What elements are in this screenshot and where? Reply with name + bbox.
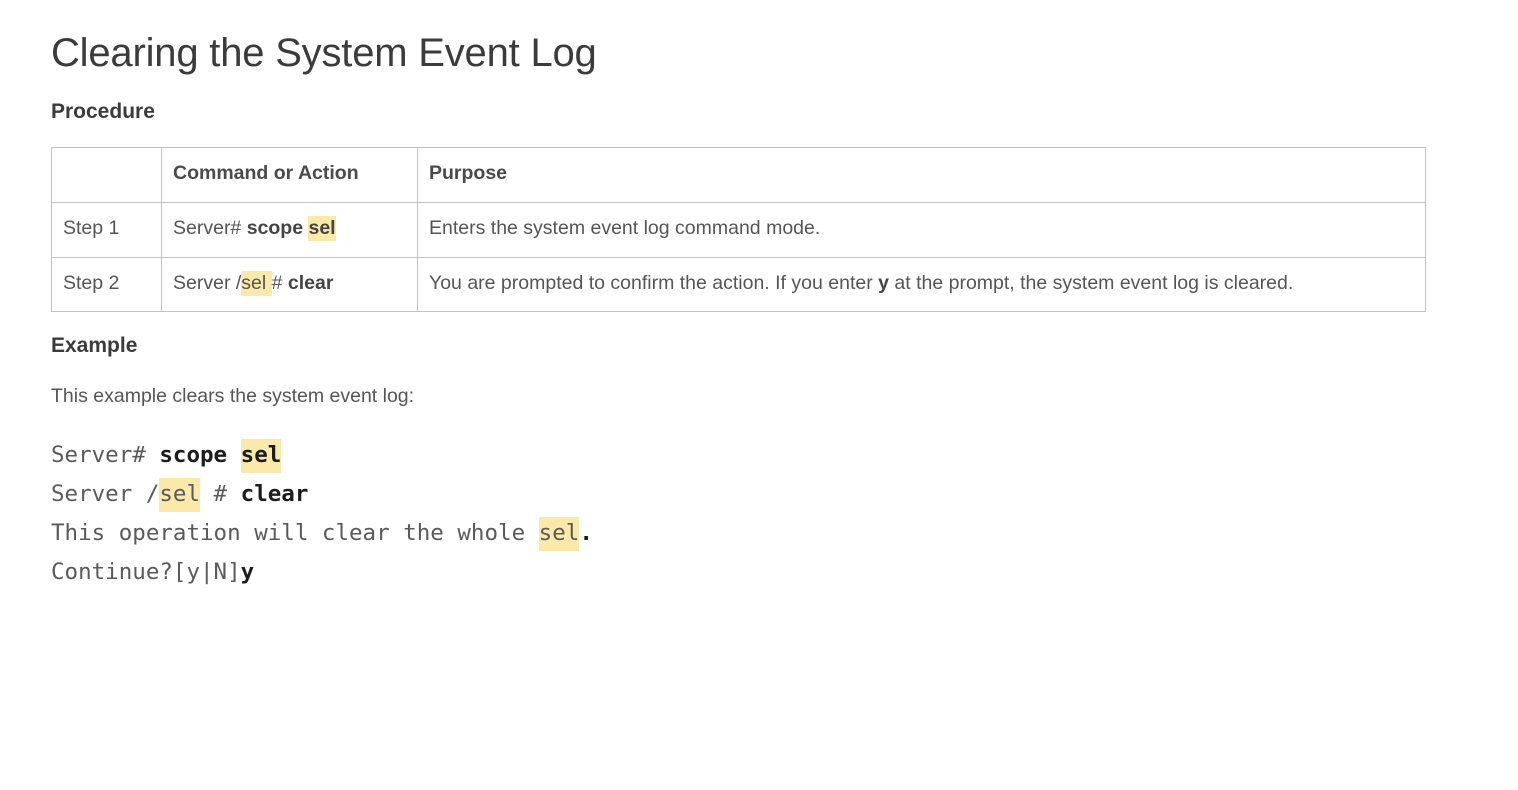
- column-header-command: Command or Action: [161, 147, 418, 203]
- table-header-row: Command or Action Purpose: [51, 147, 1426, 203]
- table-row: Step 1 Server# scope sel Enters the syst…: [51, 201, 1426, 258]
- step-purpose: You are prompted to confirm the action. …: [417, 256, 1426, 313]
- column-header-step: [51, 147, 162, 203]
- code-highlight-sel: sel: [240, 438, 282, 473]
- step-purpose: Enters the system event log command mode…: [417, 201, 1426, 258]
- example-code-block: Server# scope sel Server /sel # clear Th…: [51, 436, 1470, 592]
- purpose-text-after: at the prompt, the system event log is c…: [888, 271, 1294, 294]
- code-prefix: This operation will clear the whole: [51, 519, 539, 546]
- command-text-highlight: sel: [308, 215, 336, 241]
- code-line-1: Server# scope sel: [51, 438, 282, 473]
- procedure-table: Command or Action Purpose Step 1 Server#…: [51, 147, 1426, 313]
- code-gap: [227, 442, 241, 468]
- example-heading: Example: [51, 334, 138, 358]
- code-bold-y: y: [240, 558, 255, 585]
- command-text-plain: Server /: [173, 271, 242, 294]
- code-prefix: Continue?[y|N]: [51, 558, 241, 585]
- code-highlight-sel: sel: [538, 516, 580, 551]
- procedure-heading: Procedure: [51, 100, 155, 123]
- purpose-text-before: You are prompted to confirm the action. …: [429, 271, 879, 294]
- code-line-4: Continue?[y|N]y: [51, 559, 254, 585]
- step-command: Server# scope sel: [161, 201, 418, 258]
- command-text-bold: clear: [287, 271, 334, 294]
- command-text-middle: #: [271, 271, 288, 294]
- command-text-highlight: sel: [241, 270, 272, 296]
- code-bold-clear: clear: [240, 480, 309, 507]
- command-text-bold: scope: [246, 216, 304, 239]
- code-bold-scope: scope: [159, 441, 228, 468]
- code-middle: #: [200, 480, 241, 507]
- purpose-text-bold: y: [878, 271, 889, 294]
- code-highlight-sel: sel: [159, 477, 201, 512]
- code-prefix: Server#: [51, 441, 160, 468]
- page-title: Clearing the System Event Log: [51, 31, 597, 75]
- table-row: Step 2 Server /sel # clear You are promp…: [51, 256, 1426, 313]
- step-label: Step 2: [51, 256, 162, 313]
- command-text-plain: Server#: [173, 216, 247, 239]
- example-intro-text: This example clears the system event log…: [51, 384, 415, 407]
- step-label: Step 1: [51, 201, 162, 258]
- code-prefix: Server /: [51, 480, 160, 507]
- step-command: Server /sel # clear: [161, 256, 418, 313]
- code-line-2: Server /sel # clear: [51, 477, 309, 512]
- document-page: Clearing the System Event Log Procedure …: [51, 31, 1470, 592]
- column-header-purpose: Purpose: [417, 147, 1426, 203]
- code-line-3: This operation will clear the whole sel.: [51, 516, 593, 551]
- code-bold-period: .: [579, 519, 593, 546]
